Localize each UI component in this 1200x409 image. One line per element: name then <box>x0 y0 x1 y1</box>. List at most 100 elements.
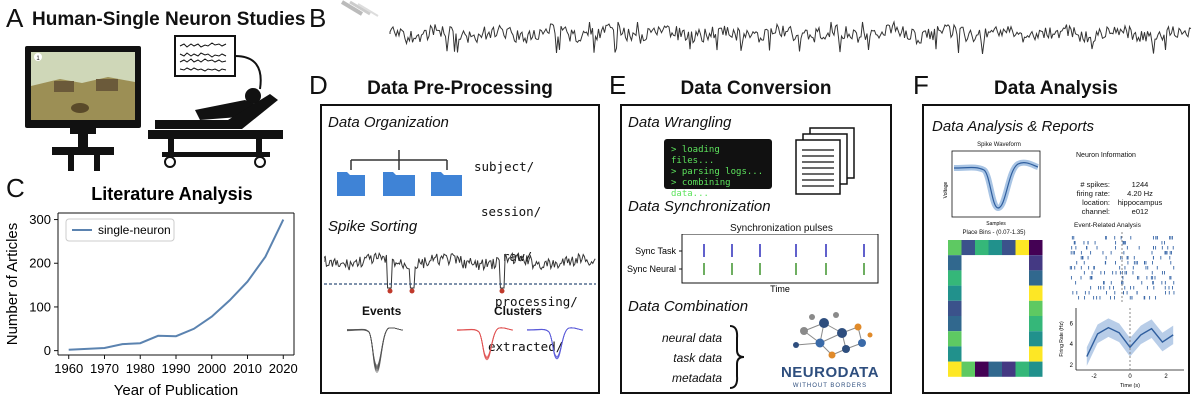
firing-rate-line <box>1086 326 1174 357</box>
place-bin-cell <box>1029 346 1043 362</box>
waveform-xlabel: Samples <box>986 221 1006 227</box>
spike-waveform-plot: Voltage Samples <box>943 150 1041 227</box>
place-bin-cell <box>948 346 962 362</box>
panel-e-box: Data Wrangling > loading files... > pars… <box>620 104 892 394</box>
place-bin-cell <box>975 285 989 301</box>
waveform-line <box>526 327 584 357</box>
folder-path-tree: subject/ session/ raw/ processing/ extra… <box>474 129 578 384</box>
place-bin-cell <box>1002 255 1016 271</box>
place-bin-cell <box>988 361 1002 377</box>
screen-badge: 1 <box>36 56 40 62</box>
panel-e-title: Data Conversion <box>680 78 832 99</box>
data-synchronization-label: Data Synchronization <box>628 198 771 215</box>
waveform-line <box>456 327 514 357</box>
place-bin-cell <box>1002 316 1016 332</box>
folder-tree-diagram <box>337 150 462 196</box>
place-bin-cell <box>961 240 975 256</box>
place-bin-cell <box>961 361 975 377</box>
waveform-line <box>456 327 514 359</box>
x-tick-label: 0 <box>1128 374 1132 380</box>
panel-d-box: Data Organization subject/ session/ raw/… <box>320 104 600 394</box>
waveform-line <box>526 327 584 357</box>
place-bin-cell <box>961 300 975 316</box>
neuron-info-table: # spikes:1244 firing rate:4.20 Hz locati… <box>1058 180 1170 216</box>
place-bins-heatmap <box>948 240 1043 377</box>
series-line <box>68 219 285 351</box>
nwb-logo-top: NEURODATA <box>781 364 879 381</box>
chart-title: Literature Analysis <box>91 184 252 204</box>
sync-task-label: Sync Task <box>635 246 676 256</box>
place-bin-cell <box>988 285 1002 301</box>
place-bin-cell <box>948 300 962 316</box>
place-bin-cell <box>1015 285 1029 301</box>
place-bin-cell <box>1029 270 1043 286</box>
y-tick-label: 0 <box>44 343 51 358</box>
y-tick-label: 100 <box>29 299 51 314</box>
place-bin-cell <box>975 346 989 362</box>
place-bin-cell <box>948 285 962 301</box>
data-analysis-reports-label: Data Analysis & Reports <box>932 118 1095 135</box>
place-bin-cell <box>975 270 989 286</box>
neuron-info-row: channel:e012 <box>1081 207 1149 216</box>
place-bin-cell <box>1002 331 1016 347</box>
spike-sorting-trace <box>324 252 596 294</box>
place-bin-cell <box>1015 316 1029 332</box>
panel-c-letter: C <box>6 173 25 203</box>
confidence-band <box>1086 318 1174 366</box>
y-axis-label: Number of Articles <box>4 223 21 346</box>
raw-signal-line <box>389 20 1192 54</box>
clusters-label: Clusters <box>494 304 543 318</box>
panel-f-box: Data Analysis & Reports Spike Waveform V… <box>922 104 1190 394</box>
place-bin-cell <box>988 240 1002 256</box>
tree-line: subject/ <box>474 159 535 174</box>
data-wrangling-label: Data Wrangling <box>628 114 732 131</box>
sync-neural-label: Sync Neural <box>627 264 676 274</box>
terminal-line: > combining data... <box>671 178 731 199</box>
zoom-dash-icon <box>340 0 379 17</box>
place-bin-cell <box>988 300 1002 316</box>
panel-a-title: Human-Single Neuron Studies <box>32 9 306 30</box>
place-bin-cell <box>961 255 975 271</box>
combination-item: metadata <box>671 371 722 385</box>
place-bin-cell <box>975 300 989 316</box>
place-bin-cell <box>1029 300 1043 316</box>
place-bin-cell <box>1015 361 1029 377</box>
neural-recording-monitor-icon <box>174 35 262 90</box>
panel-e-letter: E <box>609 70 627 100</box>
x-tick-label: 2 <box>1164 374 1168 380</box>
place-bin-cell <box>948 331 962 347</box>
place-bin-cell <box>961 331 975 347</box>
waveform-line <box>346 327 404 366</box>
legend-label: single-neuron <box>98 223 171 237</box>
place-bin-cell <box>1002 285 1016 301</box>
place-bin-cell <box>1029 361 1043 377</box>
terminal-line: > loading files... <box>671 145 720 166</box>
panel-d-title: Data Pre-Processing <box>367 78 553 99</box>
place-bin-cell <box>948 255 962 271</box>
panel-f-letter: F <box>913 70 929 100</box>
spike-sorting-label: Spike Sorting <box>328 218 418 235</box>
raster-plot <box>1069 232 1175 302</box>
place-bin-cell <box>1015 240 1029 256</box>
events-label: Events <box>362 304 402 318</box>
place-bin-cell <box>975 316 989 332</box>
panel-d-letter: D <box>309 70 328 100</box>
tree-line: session/ <box>481 204 542 219</box>
place-bin-cell <box>1015 270 1029 286</box>
x-axis-label: Year of Publication <box>114 382 239 399</box>
y-tick-label: 4 <box>1070 342 1074 348</box>
x-tick-label: 1980 <box>126 361 155 376</box>
place-bin-cell <box>948 270 962 286</box>
y-tick-label: 300 <box>29 212 51 227</box>
sync-chart-title: Synchronization pulses <box>730 223 833 234</box>
folder-icon <box>337 172 462 196</box>
place-bin-cell <box>1029 255 1043 271</box>
place-bin-cell <box>948 361 962 377</box>
x-tick-label: 2010 <box>233 361 262 376</box>
place-bin-cell <box>975 361 989 377</box>
tree-line: raw/ <box>502 249 533 264</box>
place-bin-cell <box>1002 361 1016 377</box>
data-combination-label: Data Combination <box>628 298 749 315</box>
